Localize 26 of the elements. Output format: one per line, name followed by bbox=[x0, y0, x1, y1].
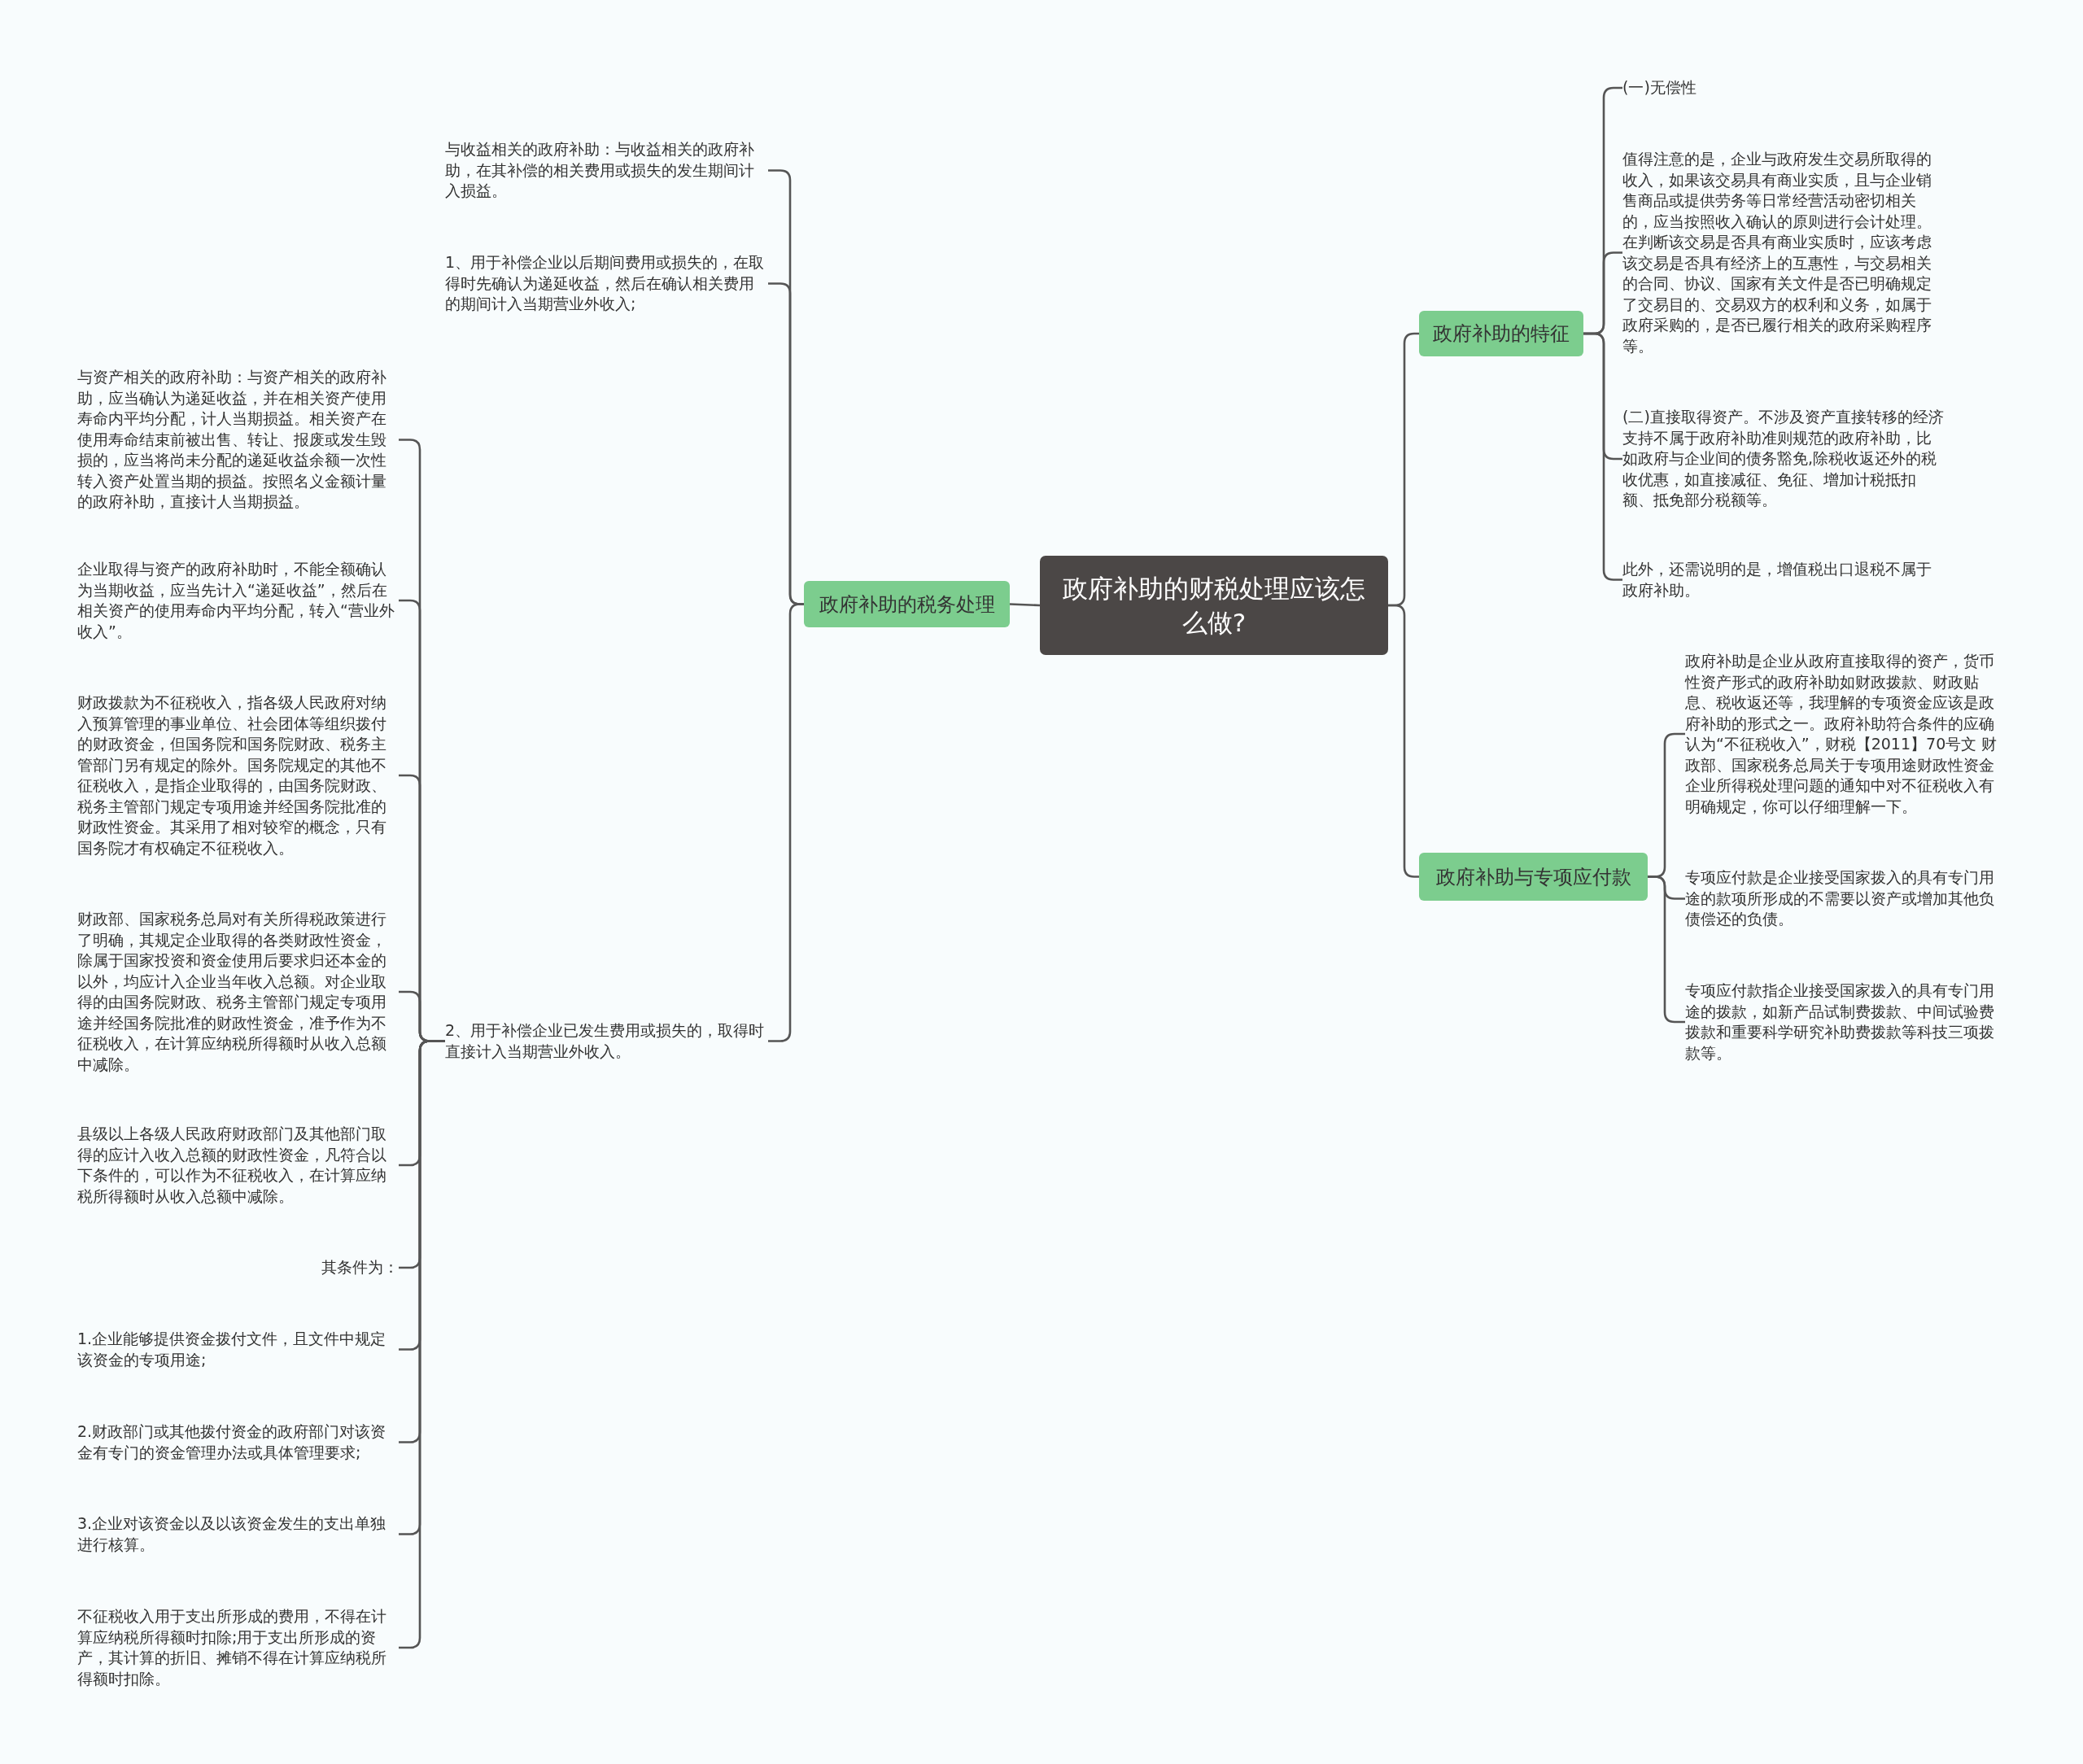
topic-box: 政府补助的财税处理应该怎么做? bbox=[1040, 556, 1388, 655]
branch-box: 政府补助与专项应付款 bbox=[1419, 853, 1648, 901]
note-text: 此外，还需说明的是，增值税出口退税不属于政府补助。 bbox=[1622, 559, 1944, 600]
connector-line bbox=[1388, 604, 1419, 878]
note-text: 2、用于补偿企业已发生费用或损失的，取得时直接计入当期营业外收入。 bbox=[445, 1020, 768, 1062]
note-text: 财政拨款为不征税收入，指各级人民政府对纳入预算管理的事业单位、社会团体等组织拨付的财政资金，但国务院和国务院财政、税务主管部门另有规定的除外。国务院规定的其他不征税收入，是指企业取得的，由国务院财政、税务主管部门规定专项用途并经国务院批准的财政性资金。其采用了相对较窄的概念，只有国务院才有权确定不征税收入。 bbox=[77, 692, 399, 858]
note-text: 不征税收入用于支出所形成的费用，不得在计算应纳税所得额时扣除;用于支出所形成的资产，其计算的折旧、摊销不得在计算应纳税所得额时扣除。 bbox=[77, 1606, 399, 1689]
branch-box: 政府补助的特征 bbox=[1419, 311, 1583, 356]
note-text: (一)无偿性 bbox=[1622, 77, 1944, 98]
note-text: 财政部、国家税务总局对有关所得税政策进行了明确，其规定企业取得的各类财政性资金，除属于国家投资和资金使用后要求归还本金的以外，均应计入企业当年收入总额。对企业取得的由国务院财政、税务主管部门规定专项用途并经国务院批准的财政性资金，准予作为不征税收入，在计算应纳税所得额时从收入总额中减除。 bbox=[77, 909, 399, 1075]
note-text: 3.企业对该资金以及以该资金发生的支出单独进行核算。 bbox=[77, 1513, 399, 1555]
note-text: (二)直接取得资产。不涉及资产直接转移的经济支持不属于政府补助准则规范的政府补助，比如政府与企业间的债务豁免,除税收返还外的税收优惠，如直接减征、免征、增加计税抵扣额、抵免部分税额等。 bbox=[1622, 407, 1944, 511]
note-text: 专项应付款是企业接受国家拨入的具有专门用途的款项所形成的不需要以资产或增加其他负债偿还的负债。 bbox=[1685, 867, 2007, 930]
note-text: 企业取得与资产的政府补助时，不能全额确认为当期收益，应当先计入“递延收益”，然后在相关资产的使用寿命内平均分配，转入“营业外收入”。 bbox=[77, 559, 399, 642]
note-text: 值得注意的是，企业与政府发生交易所取得的收入，如果该交易具有商业实质，且与企业销售商品或提供劳务等日常经营活动密切相关的，应当按照收入确认的原则进行会计处理。在判断该交易是否具有商业实质时，应该考虑该交易是否具有经济上的互惠性，与交易相关的合同、协议、国家有关文件是否已明确规定了交易目的、交易双方的权利和义务，如属于政府采购的，是否已履行相关的政府采购程序等。 bbox=[1622, 149, 1944, 356]
branch-box: 政府补助的税务处理 bbox=[804, 581, 1010, 627]
note-text: 1、用于补偿企业以后期间费用或损失的，在取得时先确认为递延收益，然后在确认相关费用的期间计入当期营业外收入; bbox=[445, 252, 768, 315]
note-text: 1.企业能够提供资金拨付文件，且文件中规定该资金的专项用途; bbox=[77, 1329, 399, 1370]
connector-line bbox=[1009, 603, 1041, 607]
note-text: 2.财政部门或其他拨付资金的政府部门对该资金有专门的资金管理办法或具体管理要求; bbox=[77, 1421, 399, 1463]
note-text: 与收益相关的政府补助：与收益相关的政府补助，在其补偿的相关费用或损失的发生期间计入损益。 bbox=[445, 139, 768, 202]
note-text: 专项应付款指企业接受国家拨入的具有专门用途的拨款，如新产品试制费拨款、中间试验费拨款和重要科学研究补助费拨款等科技三项拨款等。 bbox=[1685, 980, 2007, 1063]
note-text: 其条件为： bbox=[77, 1257, 399, 1278]
note-text: 政府补助是企业从政府直接取得的资产，货币性资产形式的政府补助如财政拨款、财政贴息、税收返还等，我理解的专项资金应该是政府补助的形式之一。政府补助符合条件的应确认为“不征税收入”，财税【2011】70号文 财政部、国家税务总局关于专项用途财政性资金企业所得税处理问题的通知中对不征税收入有明确规定，你可以仔细理解一下。 bbox=[1685, 651, 2007, 817]
note-text: 与资产相关的政府补助：与资产相关的政府补助，应当确认为递延收益，并在相关资产使用寿命内平均分配，计人当期损益。相关资产在使用寿命结束前被出售、转让、报废或发生毁损的，应当将尚未分配的递延收益余额一次性转入资产处置当期的损益。按照名义金额计量的政府补助，直接计人当期损益。 bbox=[77, 367, 399, 513]
note-text: 县级以上各级人民政府财政部门及其他部门取得的应计入收入总额的财政性资金，凡符合以下条件的，可以作为不征税收入，在计算应纳税所得额时从收入总额中减除。 bbox=[77, 1124, 399, 1207]
